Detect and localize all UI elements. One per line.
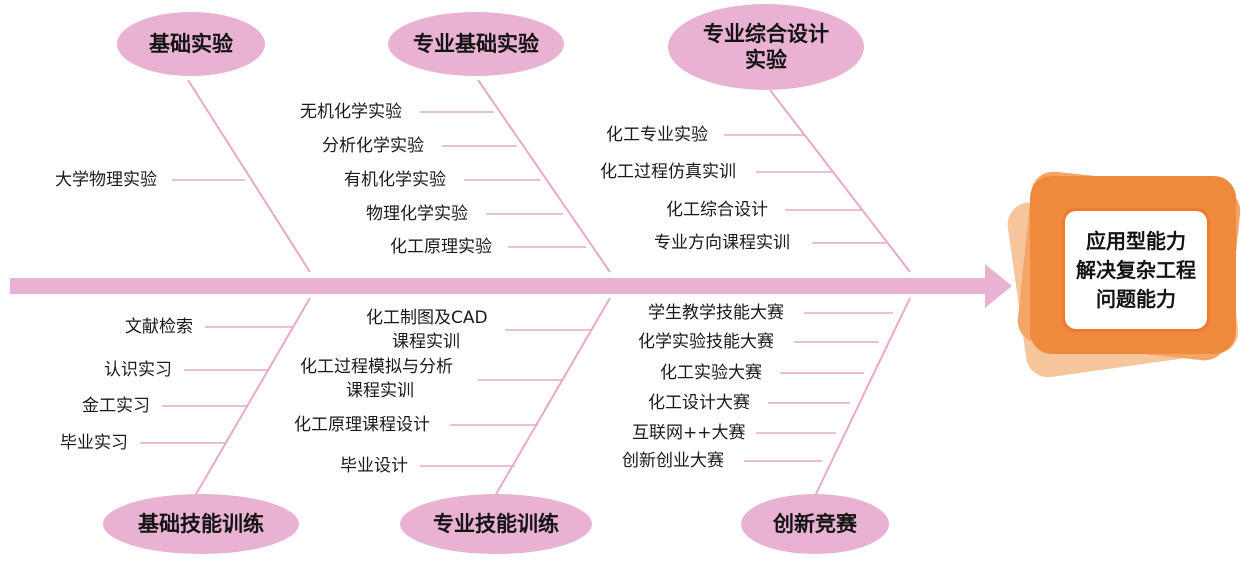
category-basic-experiment: 基础实验 [117,12,265,76]
item-label: 化工设计大赛 [648,393,750,413]
item-label: 化工专业实验 [606,125,708,145]
item-label: 化工实验大赛 [660,363,762,383]
item-label: 文献检索 [125,317,193,337]
item-label: 化工制图及CAD [366,308,488,328]
item-label: 金工实习 [82,396,150,416]
item-label: 物理化学实验 [366,204,468,224]
goal-line: 解决复杂工程 [1076,257,1196,282]
category-professional-design-experiment: 专业综合设计 实验 [668,4,864,90]
item-label: 无机化学实验 [300,102,402,122]
category-innovation-competition: 创新竞赛 [741,494,889,554]
item-label: 互联网++大赛 [632,423,746,443]
item-label: 化工原理课程设计 [294,415,430,435]
item-label: 化工过程仿真实训 [600,162,736,182]
item-label: 大学物理实验 [55,170,157,190]
item-label: 专业方向课程实训 [654,233,790,253]
category-professional-skill-training: 专业技能训练 [400,494,592,554]
item-label: 化学实验技能大赛 [638,332,774,352]
item-label: 课程实训 [346,381,414,401]
rib-professional-basic-experiment [477,79,611,273]
item-label: 毕业设计 [340,456,408,476]
rib-professional-design-experiment [769,89,911,273]
rib-basic-experiment [187,79,311,273]
category-label-line: 专业综合设计 [703,22,829,46]
item-label: 分析化学实验 [322,136,424,156]
item-label: 化工原理实验 [390,237,492,257]
rib-innovation-competition [814,297,911,497]
item-label: 化工过程模拟与分析 [300,357,453,377]
item-label: 课程实训 [392,332,460,352]
rib-basic-skill-training [194,297,311,497]
goal-line: 问题能力 [1096,286,1176,311]
goal-box: 应用型能力 解决复杂工程 问题能力 [1062,208,1210,332]
spine-arrow [10,264,1012,308]
category-label-line: 实验 [745,48,787,72]
item-label: 学生教学技能大赛 [648,303,784,323]
rib-professional-skill-training [494,297,611,497]
category-basic-skill-training: 基础技能训练 [103,494,299,554]
category-professional-basic-experiment: 专业基础实验 [388,12,564,76]
item-label: 毕业实习 [60,433,128,453]
goal-line: 应用型能力 [1086,228,1186,253]
item-label: 化工综合设计 [666,200,768,220]
item-label: 认识实习 [104,360,172,380]
item-label: 创新创业大赛 [622,451,724,471]
item-label: 有机化学实验 [344,170,446,190]
